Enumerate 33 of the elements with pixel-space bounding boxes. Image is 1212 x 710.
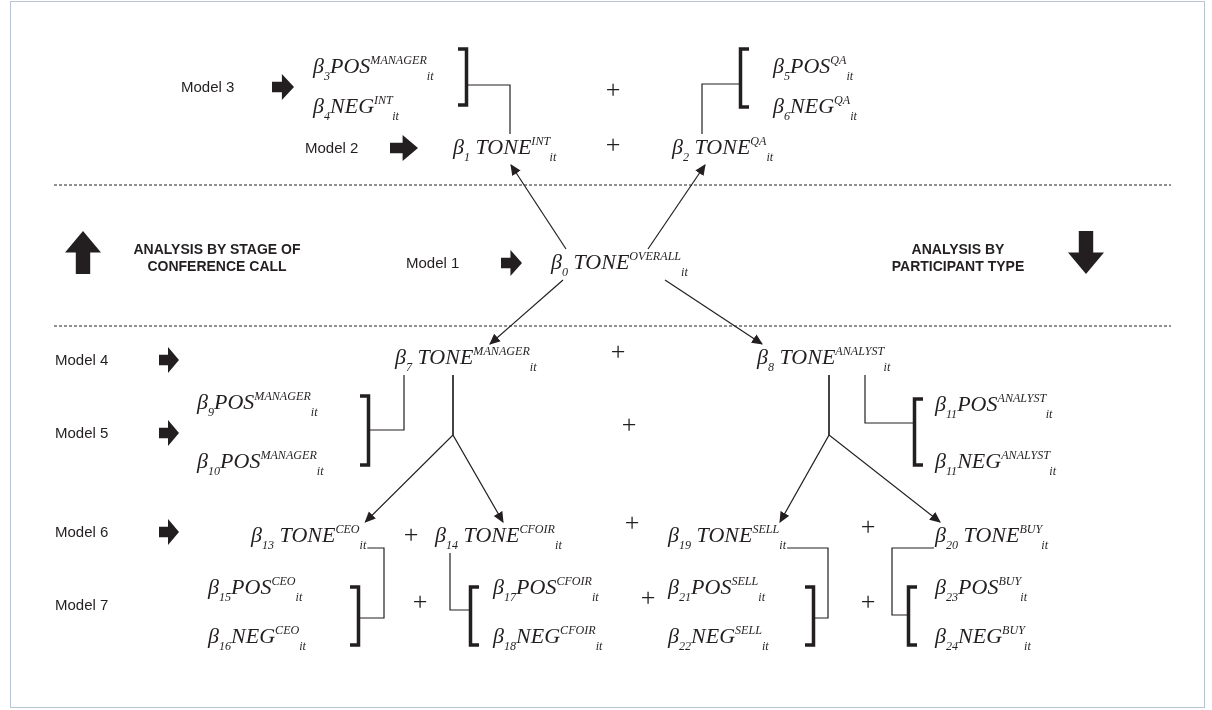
plus-sign: + xyxy=(610,339,626,365)
plus-sign: + xyxy=(605,77,621,103)
plus-sign: + xyxy=(860,514,876,540)
plus-sign: + xyxy=(403,522,419,548)
connector-line xyxy=(359,547,385,619)
arrow xyxy=(664,279,763,345)
plus-sign: + xyxy=(621,412,637,438)
model-label: Model 7 xyxy=(55,596,109,614)
plus-sign: + xyxy=(605,132,621,158)
model-label: Model 1 xyxy=(406,254,460,272)
model-label: Model 6 xyxy=(55,523,109,541)
connector-line xyxy=(369,374,405,431)
arrow xyxy=(647,164,706,250)
plus-sign: + xyxy=(624,510,640,536)
connector-line xyxy=(864,374,914,424)
connector-line xyxy=(891,547,935,616)
plus-sign: + xyxy=(860,589,876,615)
arrow xyxy=(489,279,564,345)
plus-sign: + xyxy=(412,589,428,615)
model-label: Model 3 xyxy=(181,78,235,96)
connector-line xyxy=(467,84,511,135)
arrow xyxy=(510,164,567,250)
model-label: Model 4 xyxy=(55,351,109,369)
connector-line xyxy=(701,83,740,135)
arrow xyxy=(452,374,504,523)
model-label: Model 5 xyxy=(55,424,109,442)
section-heading: ANALYSIS BY STAGE OF CONFERENCE CALL xyxy=(132,241,302,275)
connector-line xyxy=(786,547,829,619)
section-heading: ANALYSIS BY PARTICIPANT TYPE xyxy=(890,241,1026,275)
connector-line xyxy=(449,552,470,611)
model-label: Model 2 xyxy=(305,139,359,157)
plus-sign: + xyxy=(640,585,656,611)
arrow xyxy=(828,374,941,523)
